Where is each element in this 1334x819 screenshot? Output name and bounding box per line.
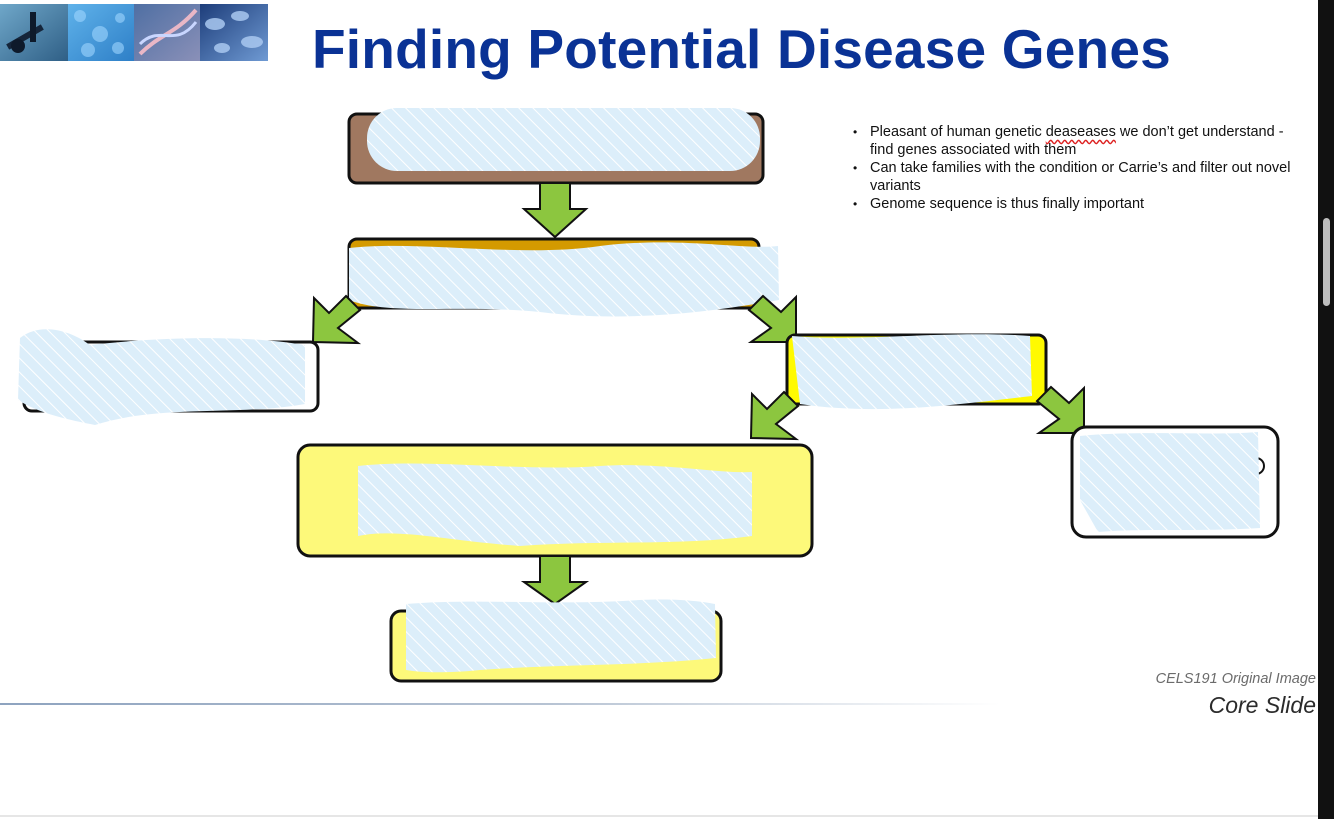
flow-box-candidates	[296, 443, 814, 558]
flow-box-far-right	[1070, 425, 1280, 539]
footer-divider	[0, 703, 1000, 705]
scrollbar-track[interactable]	[1318, 0, 1334, 819]
flow-box-end	[389, 599, 723, 683]
redacted-label	[367, 108, 760, 171]
flowchart	[18, 108, 1280, 683]
arrow-down-icon	[520, 555, 590, 606]
flow-box-variants	[347, 237, 779, 317]
flow-box-left	[18, 329, 320, 425]
flow-box-right	[785, 333, 1048, 410]
note-item: Can take families with the condition or …	[853, 159, 1293, 195]
note-item: Pleasant of human genetic deaseases we d…	[853, 123, 1293, 159]
scrollbar-thumb[interactable]	[1323, 218, 1330, 306]
arrow-down-left-icon	[749, 390, 800, 441]
redacted-label	[349, 242, 779, 317]
arrow-down-right-icon	[1035, 385, 1085, 434]
image-credit: CELS191 Original Image	[1155, 671, 1316, 687]
header-banner-image	[0, 4, 268, 61]
note-item: Genome sequence is thus finally importan…	[853, 195, 1293, 213]
redacted-label	[18, 329, 305, 425]
arrow-down-left-icon	[311, 294, 362, 345]
notes-list: Pleasant of human genetic deaseases we d…	[853, 123, 1293, 213]
misspelled-word: deaseases	[1045, 124, 1116, 140]
redacted-label	[406, 599, 716, 673]
arrow-down-right-icon	[747, 294, 797, 343]
redacted-label	[1080, 432, 1260, 532]
arrow-down-icon	[521, 182, 589, 239]
page-bottom-edge	[0, 815, 1318, 817]
page-title: Finding Potential Disease Genes	[312, 18, 1171, 80]
redacted-label	[358, 463, 752, 546]
flow-box-start	[347, 108, 765, 185]
slide-category: Core Slide	[1208, 692, 1316, 718]
redacted-label	[792, 334, 1032, 410]
